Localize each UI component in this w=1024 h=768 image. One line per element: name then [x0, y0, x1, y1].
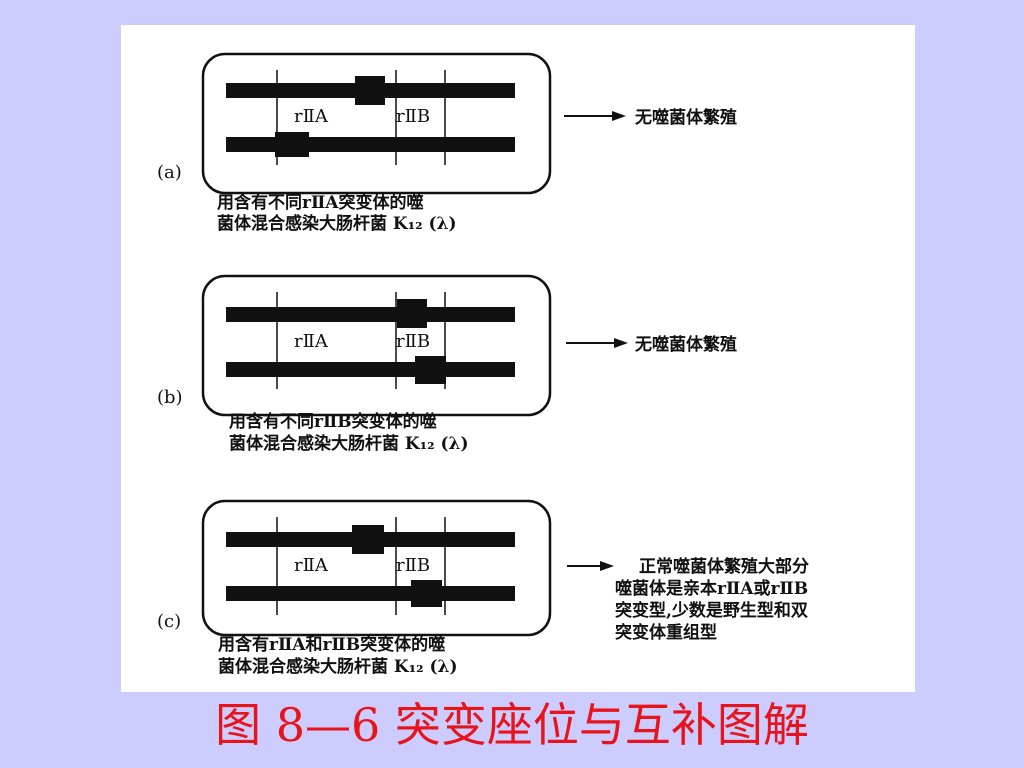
panel-c-mutation-lower [411, 580, 442, 607]
panel-a-mutation-upper [355, 76, 385, 105]
panel-b-label-rIIB: rⅡB [396, 331, 430, 352]
panel-c-arrow-head [600, 561, 614, 571]
complementation-diagram: rⅡA rⅡB (a) 无噬菌体繁殖 用含有不同rⅡA突变体的噬 菌体混合感染大… [157, 52, 809, 677]
panel-a-tag: (a) [157, 162, 182, 183]
panel-b-label-rIIA: rⅡA [294, 331, 329, 352]
panel-a: rⅡA rⅡB (a) 无噬菌体繁殖 用含有不同rⅡA突变体的噬 菌体混合感染大… [157, 52, 737, 234]
panel-a-label-rIIA: rⅡA [294, 106, 329, 127]
panel-b-desc-line-1: 用含有不同rⅡB突变体的噬 [229, 411, 437, 432]
panel-c-frame [201, 499, 552, 637]
figure-caption: 图 8—6 突变座位与互补图解 [215, 698, 809, 752]
panel-b-mutation-lower [415, 356, 446, 384]
panel-a-arrow-head [612, 111, 626, 121]
panel-c-result-line-3: 突变型,少数是野生型和双 [615, 600, 808, 621]
figure-panel: rⅡA rⅡB (a) 无噬菌体繁殖 用含有不同rⅡA突变体的噬 菌体混合感染大… [121, 25, 915, 692]
panel-c-result-line-2: 噬菌体是亲本rⅡA或rⅡB [615, 578, 808, 599]
panel-a-desc-line-1: 用含有不同rⅡA突变体的噬 [217, 192, 423, 213]
panel-a-mutation-lower [275, 132, 309, 157]
panel-b-tag: (b) [157, 387, 183, 408]
panel-c-chromosome-lower [226, 586, 515, 601]
panel-b-result: 无噬菌体繁殖 [634, 334, 737, 355]
panel-c-desc-line-1: 用含有rⅡA和rⅡB突变体的噬 [218, 634, 445, 655]
panel-a-label-rIIB: rⅡB [396, 106, 430, 127]
panel-b-arrow-head [614, 338, 628, 348]
panel-b-chromosome-lower [226, 362, 515, 377]
panel-b-chromosome-upper [226, 307, 515, 322]
panel-b-mutation-upper [397, 299, 427, 328]
panel-a-frame [201, 52, 552, 195]
panel-c-mutation-upper [352, 525, 384, 554]
panel-c-tag: (c) [157, 611, 181, 632]
panel-b-frame [201, 274, 552, 417]
panel-c: rⅡA rⅡB (c) 正常噬菌体繁殖大部分 噬菌体是亲本rⅡA或rⅡB 突变型… [157, 499, 809, 677]
panel-b-desc-line-2: 菌体混合感染大肠杆菌 K₁₂ (λ) [229, 433, 469, 454]
panel-c-desc-line-2: 菌体混合感染大肠杆菌 K₁₂ (λ) [218, 656, 458, 677]
panel-a-result: 无噬菌体繁殖 [634, 107, 737, 128]
panel-a-desc-line-2: 菌体混合感染大肠杆菌 K₁₂ (λ) [217, 213, 457, 234]
panel-c-result-line-4: 突变体重组型 [615, 622, 717, 643]
panel-b: rⅡA rⅡB (b) 无噬菌体繁殖 用含有不同rⅡB突变体的噬 菌体混合感染大… [157, 274, 737, 454]
panel-c-label-rIIB: rⅡB [396, 555, 430, 576]
panel-a-chromosome-lower [226, 137, 515, 152]
panel-c-label-rIIA: rⅡA [294, 555, 329, 576]
panel-c-result-line-1: 正常噬菌体繁殖大部分 [639, 556, 809, 577]
